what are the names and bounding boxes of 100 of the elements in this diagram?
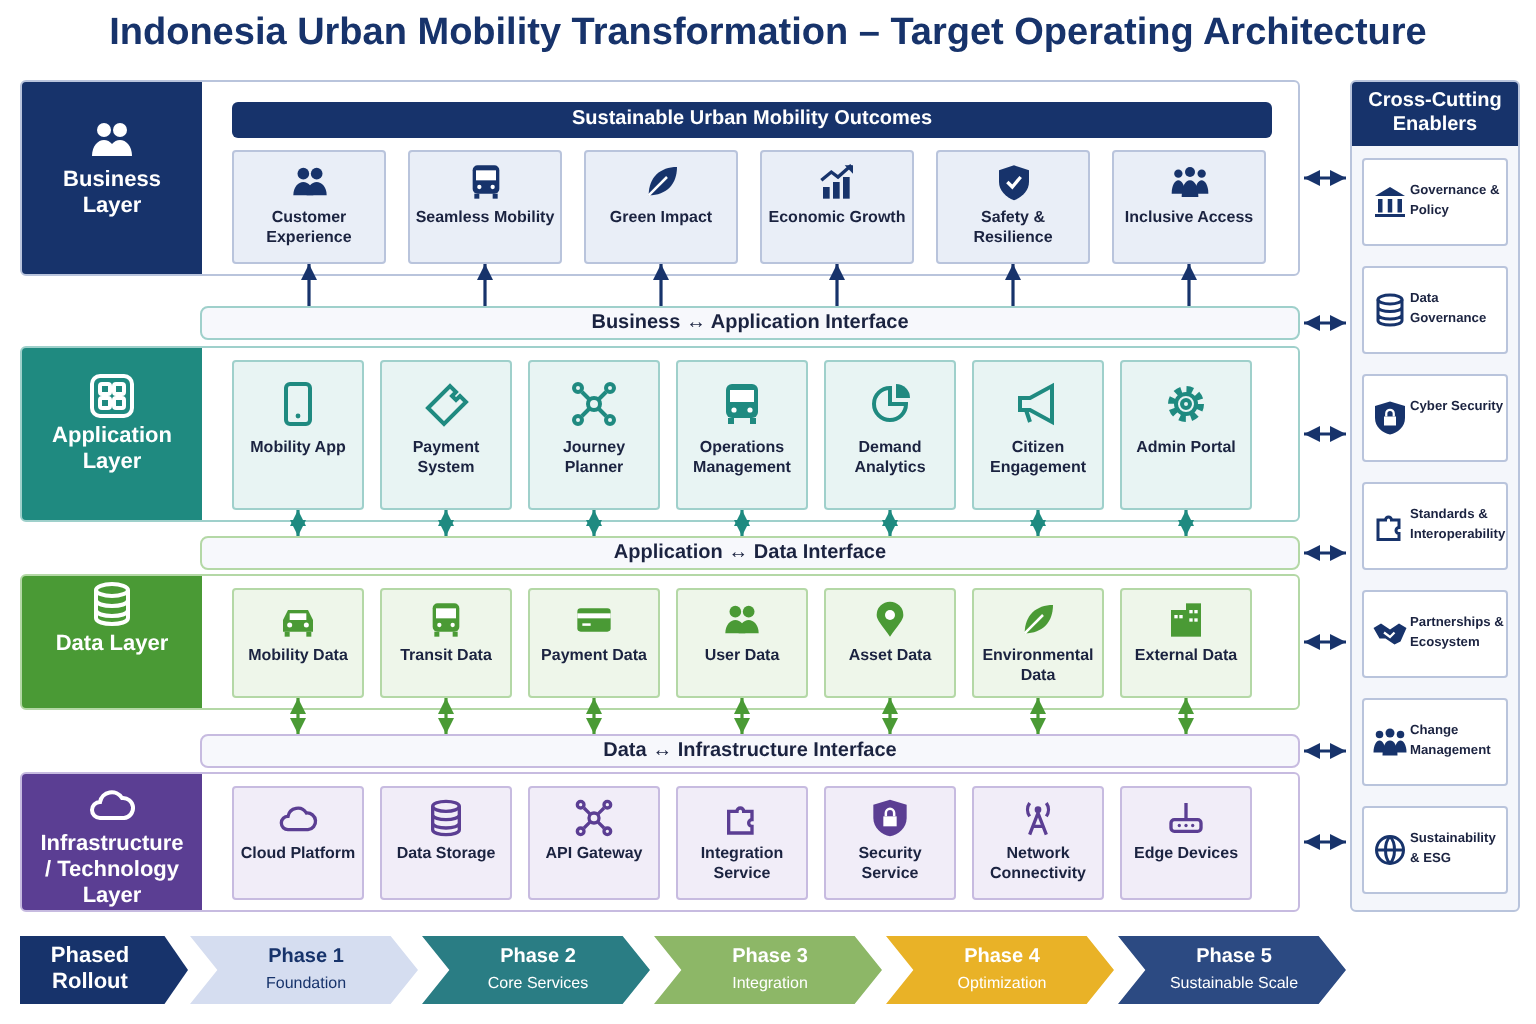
phase-title: Phased Rollout: [48, 944, 132, 996]
enabler-card: [1362, 266, 1508, 354]
card-label: Operations Management: [691, 438, 793, 478]
card-label: Asset Data: [846, 646, 934, 666]
component-card: [936, 150, 1090, 264]
component-card: [1120, 588, 1252, 698]
enabler-card: [1362, 590, 1508, 678]
enabler-card: [1362, 482, 1508, 570]
interface-label: Business ↔ Application Interface: [589, 312, 911, 334]
component-card: [824, 588, 956, 698]
double-arrow: [882, 698, 898, 734]
phase-subtitle: Optimization: [955, 974, 1049, 992]
phase-title: Phase 5: [1194, 946, 1274, 968]
layer-title: Application Layer: [50, 424, 174, 476]
arrow: [829, 264, 845, 306]
double-arrow: [290, 510, 306, 536]
interface-bar: [200, 306, 1300, 340]
card-label: Inclusive Access: [1122, 208, 1256, 228]
card-label: User Data: [702, 646, 782, 666]
card-label: Network Connectivity: [987, 844, 1088, 884]
component-card: [408, 150, 562, 264]
double-arrow: [1304, 743, 1346, 759]
card-label: Demand Analytics: [852, 438, 928, 478]
double-arrow: [1304, 545, 1346, 561]
layer-band: [20, 574, 1300, 710]
card-label: Seamless Mobility: [414, 208, 556, 228]
component-card: [584, 150, 738, 264]
double-arrow: [1178, 510, 1194, 536]
double-arrow: [1178, 698, 1194, 734]
title: Indonesia Urban Mobility Transformation – Target Operating Architecture: [107, 12, 1429, 56]
component-card: [676, 786, 808, 900]
component-card: [528, 360, 660, 510]
component-card: [232, 360, 364, 510]
arrow: [301, 264, 317, 306]
double-arrow: [1304, 834, 1346, 850]
arrow: [1005, 264, 1021, 306]
enabler-card: [1362, 698, 1508, 786]
arrow: [477, 264, 493, 306]
component-card: [380, 786, 512, 900]
card-label: Citizen Engagement: [987, 438, 1088, 478]
component-card: [972, 786, 1104, 900]
phase-subtitle: Sustainable Scale: [1167, 974, 1301, 992]
card-label: External Data: [1132, 646, 1240, 666]
panel-title: Cross-Cutting Enablers: [1366, 90, 1504, 138]
component-card: [676, 360, 808, 510]
enabler-card: [1362, 158, 1508, 246]
layer-band: [20, 80, 1300, 276]
card-label: Customer Experience: [264, 208, 354, 248]
component-card: [824, 360, 956, 510]
rollout-header: [20, 936, 188, 1004]
double-arrow: [1030, 698, 1046, 734]
card-label: Green Impact: [607, 208, 715, 228]
enabler-card: [1362, 806, 1508, 894]
component-card: [528, 786, 660, 900]
card-label: Payment System: [410, 438, 482, 478]
component-card: [1112, 150, 1266, 264]
card-label: Cloud Platform: [238, 844, 358, 864]
component-card: [380, 588, 512, 698]
component-card: [760, 150, 914, 264]
double-arrow: [586, 698, 602, 734]
phase-title: Phase 3: [730, 946, 810, 968]
card-label: Environmental Data: [980, 646, 1096, 686]
component-card: [676, 588, 808, 698]
card-label: Transit Data: [398, 646, 494, 666]
component-card: [972, 588, 1104, 698]
card-label: Journey Planner: [560, 438, 628, 478]
double-arrow: [882, 510, 898, 536]
double-arrow: [1304, 634, 1346, 650]
component-card: [972, 360, 1104, 510]
arrow: [653, 264, 669, 306]
component-card: [232, 150, 386, 264]
interface-label: Data ↔ Infrastructure Interface: [601, 740, 899, 762]
component-card: [1120, 360, 1252, 510]
card-label: Mobility Data: [246, 646, 350, 666]
double-arrow: [290, 698, 306, 734]
enablers-panel: [1350, 80, 1520, 912]
double-arrow: [734, 698, 750, 734]
interface-label: Application ↔ Data Interface: [611, 542, 889, 564]
phase-title: Phase 4: [962, 946, 1042, 968]
double-arrow: [1304, 315, 1346, 331]
layer-band: [20, 346, 1300, 522]
component-card: [232, 588, 364, 698]
component-card: [380, 360, 512, 510]
layer-title: Infrastructure / Technology Layer: [38, 832, 186, 910]
card-label: Admin Portal: [1134, 438, 1238, 458]
card-label: Safety & Resilience: [971, 208, 1055, 248]
double-arrow: [1304, 170, 1346, 186]
card-label: Integration Service: [698, 844, 786, 884]
card-label: Mobility App: [248, 438, 348, 458]
phase-subtitle: Integration: [730, 974, 810, 992]
double-arrow: [1304, 426, 1346, 442]
outcomes-banner: [232, 102, 1272, 138]
banner-label: Sustainable Urban Mobility Outcomes: [569, 108, 935, 130]
interface-bar: [200, 536, 1300, 570]
card-label: Payment Data: [539, 646, 649, 666]
enabler-card: [1362, 374, 1508, 462]
phase-subtitle: Foundation: [263, 974, 349, 992]
double-arrow: [734, 510, 750, 536]
component-card: [1120, 786, 1252, 900]
layer-band: [20, 772, 1300, 912]
